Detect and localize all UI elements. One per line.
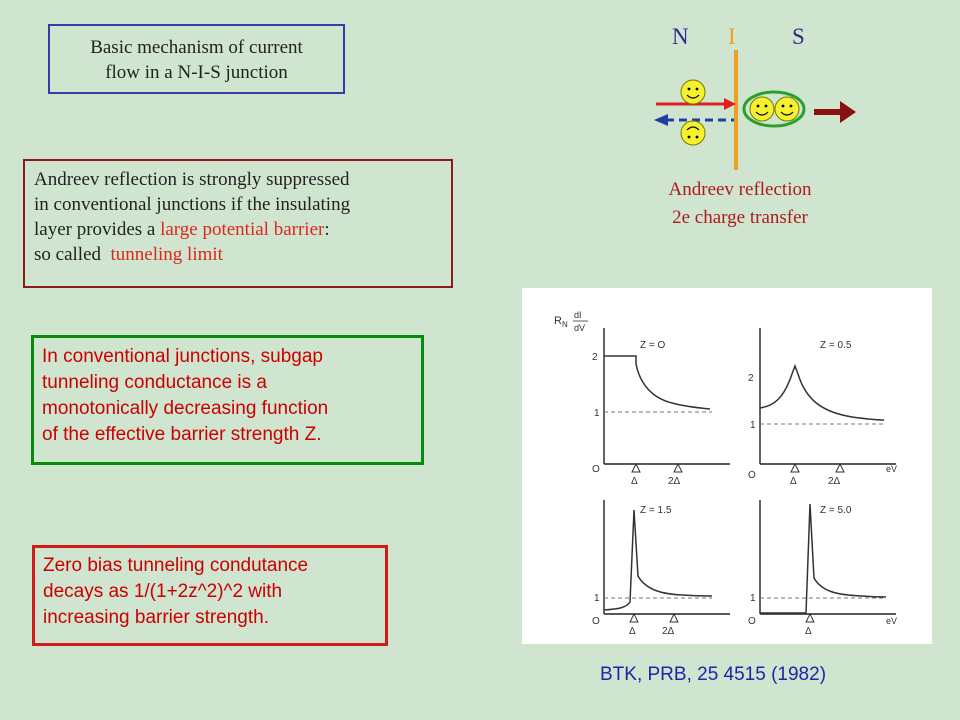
btk-figure-svg: R N dI dV Z = O 2 1 O Δ 2Δ Z = xyxy=(554,310,897,637)
curve-z0 xyxy=(604,355,711,410)
btk-conductance-figure: R N dI dV Z = O 2 1 O Δ 2Δ Z = xyxy=(522,288,932,644)
panel-z15: Z = 1.5 1 O Δ 2Δ xyxy=(592,500,730,637)
curve-z05 xyxy=(759,363,885,421)
conventional-line-1: In conventional junctions, subgap xyxy=(42,346,323,367)
z0-tick-delta: Δ xyxy=(631,476,638,487)
i-label: I xyxy=(728,24,736,49)
z05-tick-2delta: 2Δ xyxy=(828,476,841,487)
caption-line-1: Andreev reflection xyxy=(668,179,812,200)
z15-label: Z = 1.5 xyxy=(640,505,672,516)
nis-diagram-svg xyxy=(654,50,856,170)
andreev-suppression-box: Andreev reflection is strongly suppresse… xyxy=(23,159,453,288)
z05-tick-delta: Δ xyxy=(790,476,797,487)
large-potential-barrier-text: large potential barrier xyxy=(160,219,325,240)
z0-label: Z = O xyxy=(640,340,666,351)
andreev-line-3-prefix: layer provides a xyxy=(34,219,161,240)
z15-tick-0: O xyxy=(592,616,600,627)
cooper-pair-outline xyxy=(742,90,806,128)
z5-tick-0: O xyxy=(748,616,756,627)
title-line-2: flow in a N-I-S junction xyxy=(105,62,288,83)
conventional-line-4: of the effective barrier strength Z. xyxy=(42,424,322,445)
z0-tick-2: 2 xyxy=(592,352,598,363)
title-line-1: Basic mechanism of current xyxy=(90,37,303,58)
panel-z05: Z = 0.5 2 1 O Δ 2Δ eV xyxy=(748,328,897,487)
andreev-line-3-suffix: : xyxy=(324,219,330,240)
nis-junction-diagram: N I S xyxy=(640,20,880,170)
y-label-numerator: dI xyxy=(574,310,582,320)
andreev-line-1: Andreev reflection is strongly suppresse… xyxy=(34,169,350,190)
conventional-line-2: tunneling conductance is a xyxy=(42,372,267,393)
curve-z15 xyxy=(603,509,713,611)
andreev-line-3: layer provides a large potential barrier… xyxy=(34,217,451,242)
z0-tick-0: O xyxy=(592,464,600,475)
tunneling-limit-text: tunneling limit xyxy=(110,244,223,265)
zero-bias-line-2: decays as 1/(1+2z^2)^2 with xyxy=(43,581,283,602)
zero-bias-line-3: increasing barrier strength. xyxy=(43,607,269,628)
y-axis-label: R N dI dV xyxy=(554,310,588,333)
y-label-denominator: dV xyxy=(574,323,585,333)
panel-z0: Z = O 2 1 O Δ 2Δ xyxy=(592,328,730,487)
cooper-pair-arrowhead xyxy=(840,101,856,123)
cooper-electron-1 xyxy=(749,96,775,122)
z15-tick-2delta: 2Δ xyxy=(662,626,675,637)
z05-tick-1: 1 xyxy=(750,420,756,431)
conventional-line-3: monotonically decreasing function xyxy=(42,398,329,419)
caption-line-2: 2e charge transfer xyxy=(672,207,808,228)
x-axis-label-top: eV xyxy=(886,464,897,474)
z5-tick-1: 1 xyxy=(750,593,756,604)
electron-face xyxy=(680,79,706,105)
y-label-r: R xyxy=(554,315,562,327)
conventional-junctions-box: In conventional junctions, subgap tunnel… xyxy=(31,335,424,465)
z05-label: Z = 0.5 xyxy=(820,340,852,351)
incoming-arrowhead xyxy=(724,98,736,110)
z5-label: Z = 5.0 xyxy=(820,505,852,516)
panel-z5: Z = 5.0 1 O Δ eV xyxy=(748,500,897,637)
x-axis-label-bottom: eV xyxy=(886,616,897,626)
andreev-line-4: so called tunneling limit xyxy=(34,242,451,267)
zero-bias-box: Zero bias tunneling condutance decays as… xyxy=(32,545,388,646)
z0-tick-2delta: 2Δ xyxy=(668,476,681,487)
title-box: Basic mechanism of current flow in a N-I… xyxy=(48,24,345,94)
andreev-line-2: in conventional junctions if the insulat… xyxy=(34,194,351,215)
cooper-electron-2 xyxy=(774,96,800,122)
s-label: S xyxy=(792,24,805,49)
z0-tick-1: 1 xyxy=(594,408,600,419)
y-label-subscript: N xyxy=(562,320,568,329)
hole-face xyxy=(680,120,706,146)
z15-tick-1: 1 xyxy=(594,593,600,604)
citation: BTK, PRB, 25 4515 (1982) xyxy=(600,664,827,685)
z05-tick-0: O xyxy=(748,470,756,481)
z05-tick-2: 2 xyxy=(748,373,754,384)
zero-bias-line-1: Zero bias tunneling condutance xyxy=(43,555,309,576)
curve-z5 xyxy=(760,503,887,614)
z15-tick-delta: Δ xyxy=(629,626,636,637)
reflected-arrowhead xyxy=(654,114,668,126)
z5-tick-delta: Δ xyxy=(805,626,812,637)
andreev-line-4-prefix: so called xyxy=(34,244,111,265)
n-label: N xyxy=(672,24,689,49)
andreev-caption: Andreev reflection 2e charge transfer xyxy=(620,176,860,232)
